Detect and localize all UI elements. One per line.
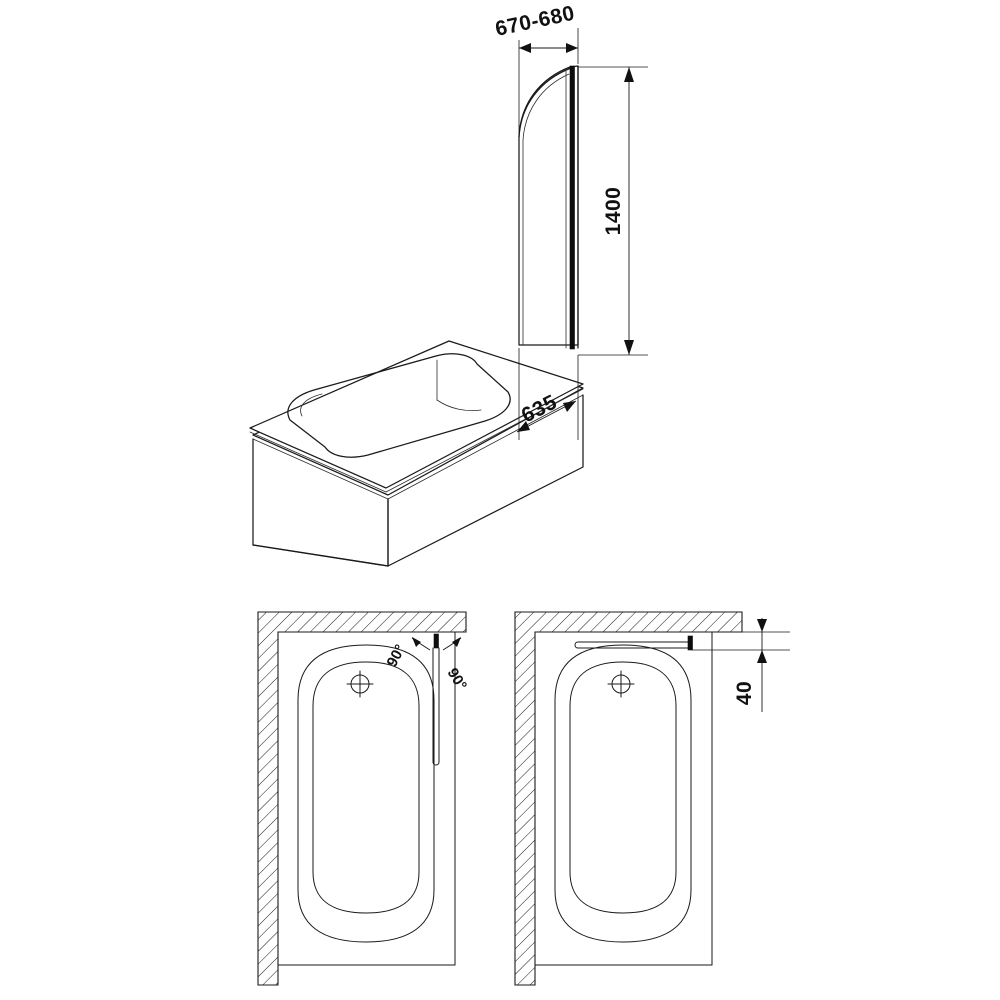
arrow-left (517, 421, 530, 432)
dim-height-label: 1400 (602, 187, 625, 236)
tub-outline-inner (312, 661, 420, 914)
plan-view-folded: 40 (514, 611, 790, 986)
arrow-angle-left (412, 637, 421, 647)
arrow-right (566, 43, 578, 53)
dimension-wall-gap: 40 (692, 618, 790, 712)
screen-plan-folded (574, 635, 693, 651)
arrow-angle-right (452, 637, 461, 647)
screen-post-plan (433, 633, 439, 649)
dim-width-label: 670-680 (493, 2, 577, 41)
screen-post-plan (687, 635, 693, 651)
dimension-width: 670-680 (493, 2, 579, 132)
dimension-height: 1400 (578, 66, 648, 356)
plan-view-open: 90° 90° (257, 611, 470, 986)
arrow-down (624, 340, 634, 355)
drain-center-mark (607, 670, 635, 698)
drain-center-mark (346, 670, 374, 698)
tub-outline-inner (569, 661, 677, 914)
wall-hatched (514, 611, 743, 986)
angle-right-label: 90° (444, 665, 470, 693)
arrow-up (624, 67, 634, 82)
dim-gap-label: 40 (733, 681, 756, 705)
arrow-left (519, 43, 531, 53)
arrow-down (757, 619, 767, 632)
tub-outline-outer (297, 644, 435, 943)
screen-post (569, 65, 575, 350)
screen-plan-perpendicular (432, 633, 440, 766)
bath-screen-panel (518, 65, 579, 350)
arrow-up (757, 650, 767, 663)
angle-annotation-right: 90° (442, 637, 470, 693)
angle-left-label: 90° (384, 642, 410, 670)
tub-outline-outer (554, 644, 692, 943)
isometric-view: 670-680 1400 635 (249, 2, 648, 567)
wall-hatched (257, 611, 467, 986)
bathtub-isometric (249, 340, 584, 567)
arrow-right (563, 401, 576, 412)
